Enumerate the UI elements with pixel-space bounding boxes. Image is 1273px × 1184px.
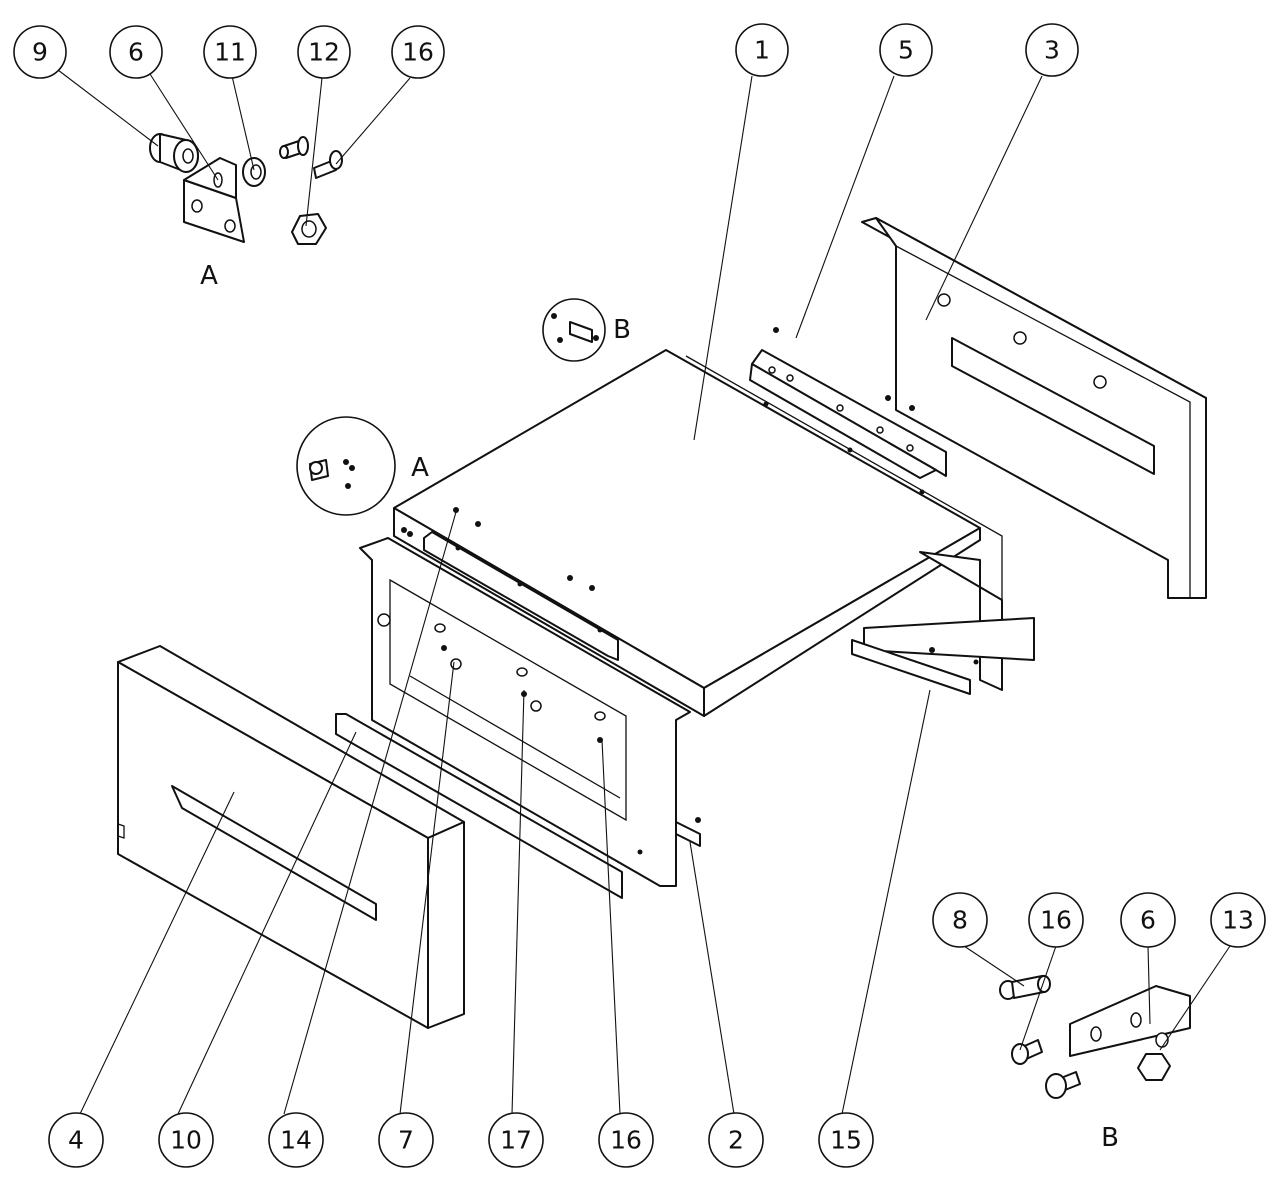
balloon-8: 8 [932,892,988,948]
balloon-16-main: 16 [598,1112,654,1168]
part-3-rear-panel [861,217,1207,599]
detail-view-b: B [999,974,1191,1153]
svg-text:14: 14 [280,1126,312,1155]
balloon-11: 11 [203,25,257,79]
svg-text:12: 12 [308,38,340,67]
part-6-bracket-a [183,157,245,243]
part-6-bracket-b [1069,985,1191,1057]
svg-text:15: 15 [830,1126,862,1155]
svg-text:16: 16 [610,1126,642,1155]
balloon-6-b: 6 [1120,892,1176,948]
svg-text:9: 9 [32,38,48,67]
balloon-3: 3 [1025,23,1079,77]
balloon-1: 1 [735,23,789,77]
part-8-pin [999,974,1051,1000]
part-2-front-frame [359,537,701,887]
callout-a: A [296,416,429,516]
svg-text:7: 7 [398,1126,414,1155]
leader-lines [57,69,1231,1115]
svg-text:4: 4 [68,1126,84,1155]
balloon-4: 4 [48,1112,104,1168]
part-5-top-rail [749,327,947,479]
balloon-9: 9 [13,25,67,79]
part-11-washer [242,157,266,187]
detail-view-a: A [149,133,343,291]
part-16-screw-b [1011,1039,1081,1099]
part-13-nut [1137,1032,1171,1081]
part-1-top-cover [393,349,1035,717]
balloon-10: 10 [158,1112,214,1168]
svg-text:3: 3 [1044,36,1060,65]
svg-text:6: 6 [1140,906,1156,935]
callout-a-label: A [411,453,429,483]
part-10-strip [335,713,623,899]
balloon-6-a: 6 [109,25,163,79]
balloon-16-b: 16 [1028,892,1084,948]
part-16-screw-a [313,150,343,179]
balloon-13: 13 [1210,892,1266,948]
svg-text:17: 17 [500,1126,532,1155]
svg-text:2: 2 [728,1126,744,1155]
svg-text:1: 1 [754,36,770,65]
detail-b-label: B [1101,1123,1119,1153]
svg-text:11: 11 [214,38,246,67]
part-12-screw [279,136,309,159]
balloons: 9 6 11 12 16 1 5 3 4 10 14 7 17 16 2 15 … [13,23,1266,1168]
balloon-14: 14 [268,1112,324,1168]
balloon-15: 15 [818,1112,874,1168]
svg-text:8: 8 [952,906,968,935]
svg-text:16: 16 [402,38,434,67]
svg-text:10: 10 [170,1126,202,1155]
part-9-roller [149,133,199,173]
part-4-front-panel [117,645,465,1029]
balloon-5: 5 [879,23,933,77]
part-12-nut [291,213,327,245]
balloon-12: 12 [297,25,351,79]
svg-text:5: 5 [898,36,914,65]
callout-b: B [542,298,631,362]
svg-text:6: 6 [128,38,144,67]
svg-text:16: 16 [1040,906,1072,935]
callout-b-label: B [613,315,631,345]
balloon-16-a: 16 [391,25,445,79]
balloon-2: 2 [708,1112,764,1168]
balloon-7: 7 [378,1112,434,1168]
balloon-17: 17 [488,1112,544,1168]
detail-a-label: A [200,261,218,291]
svg-text:13: 13 [1222,906,1254,935]
